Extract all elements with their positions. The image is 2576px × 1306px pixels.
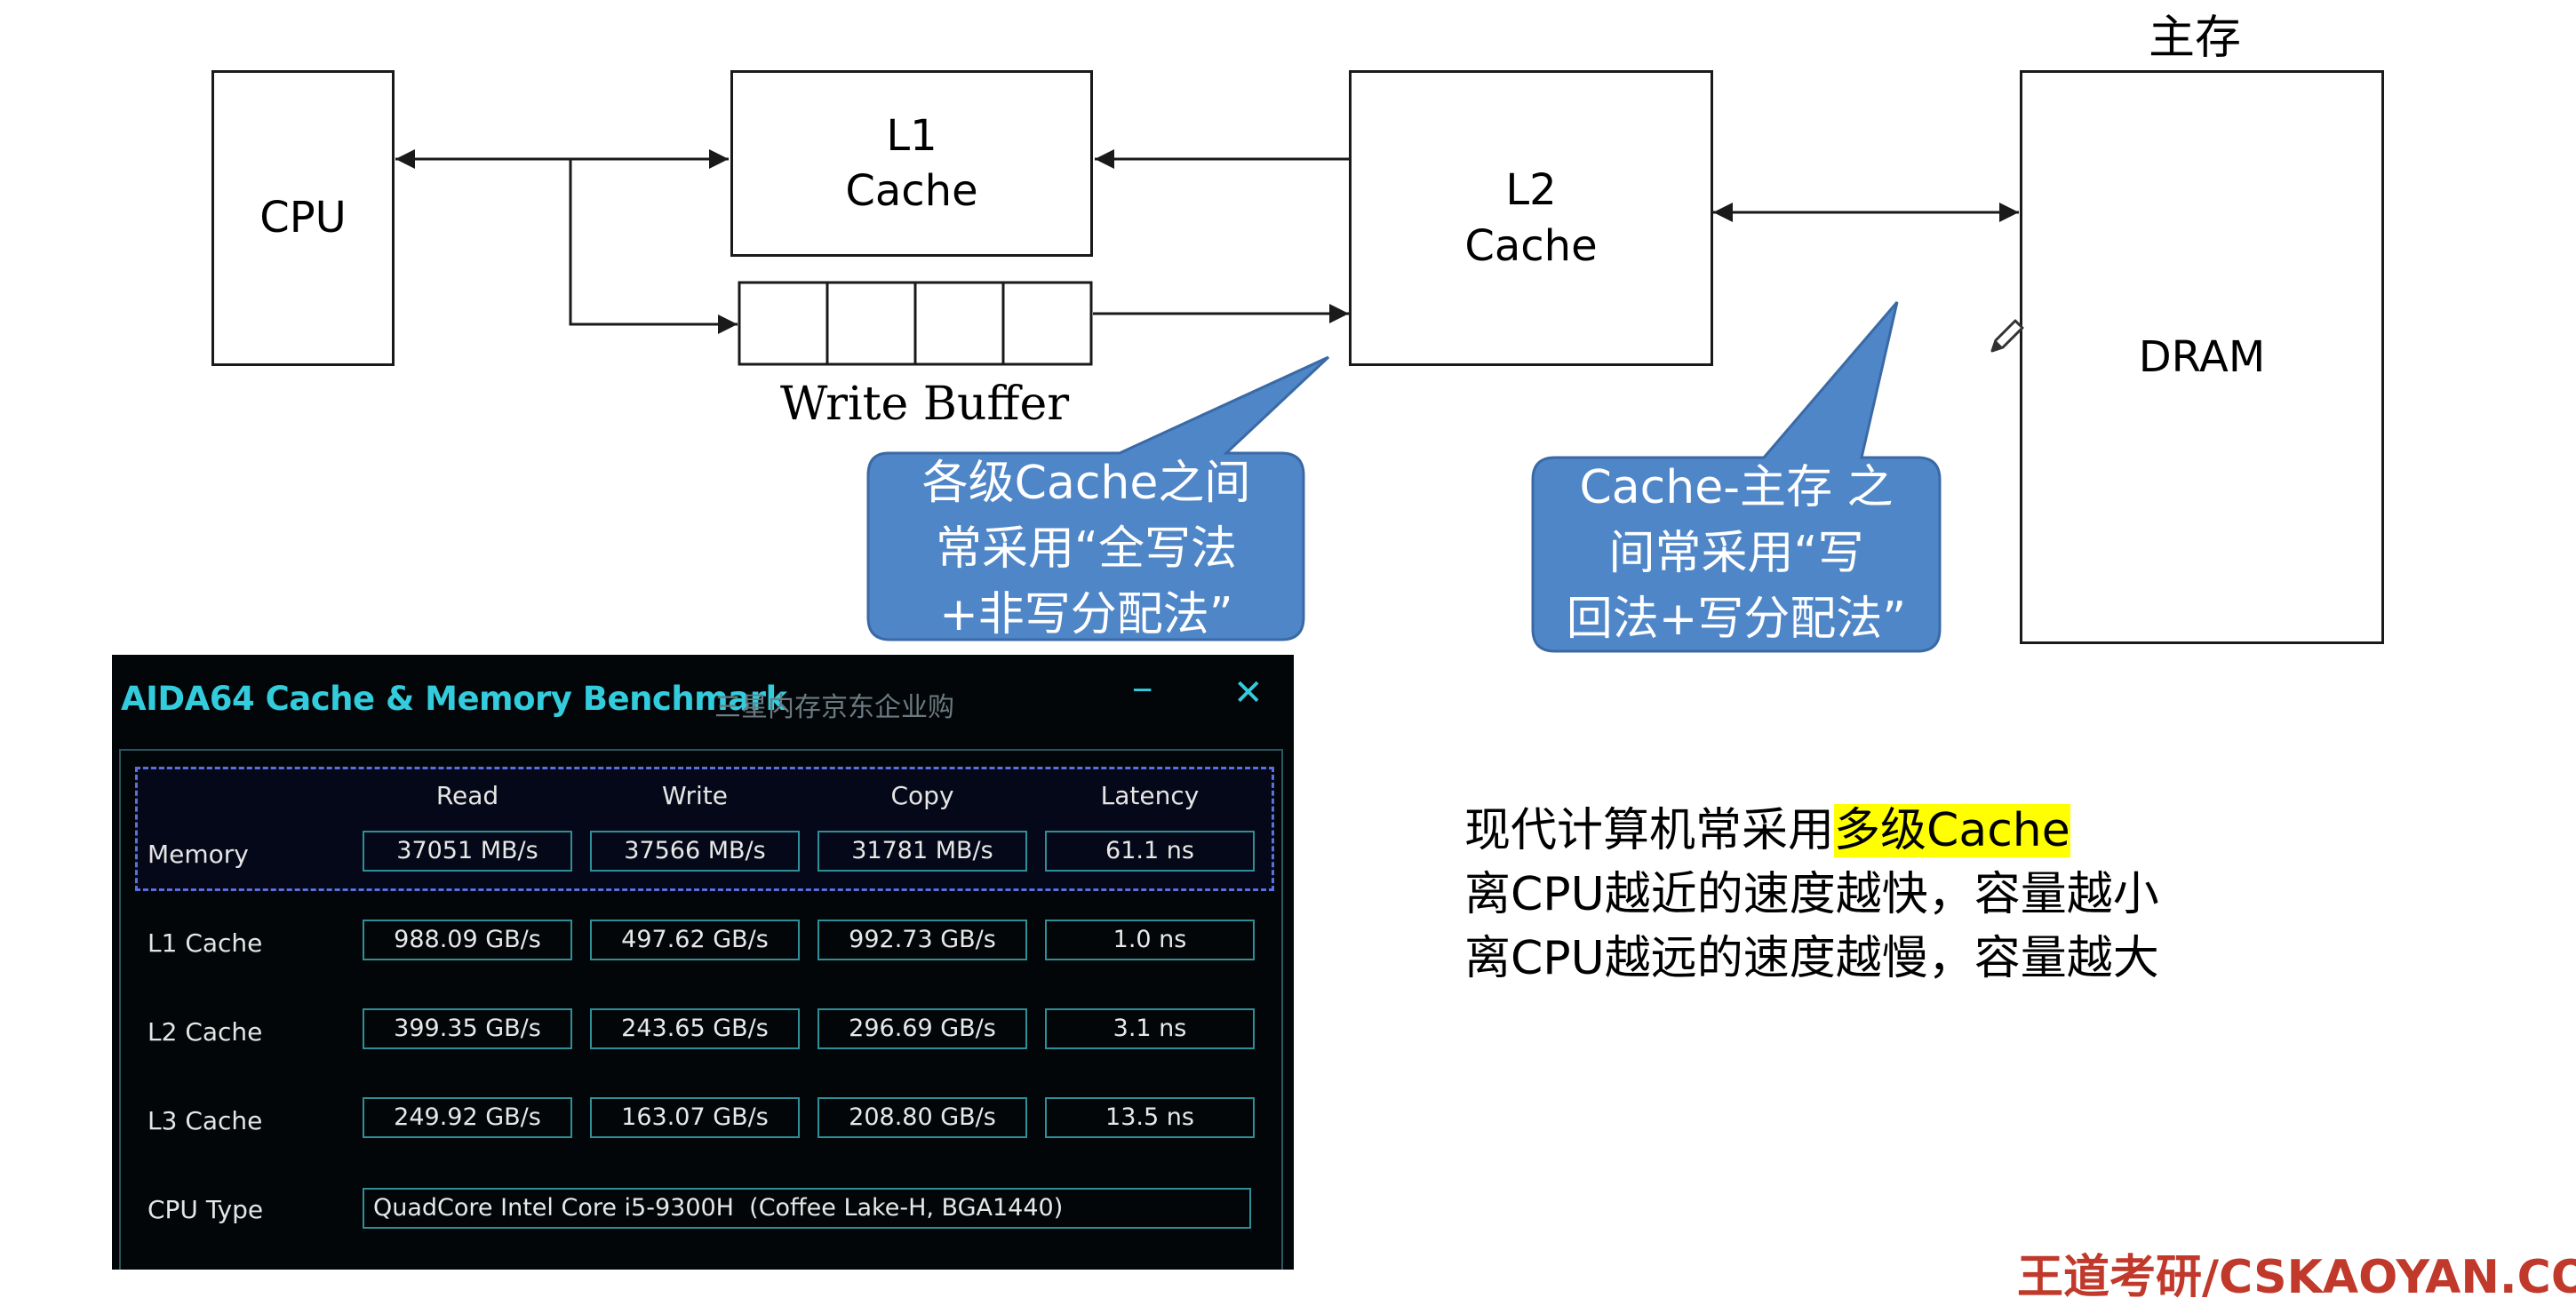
write-buffer	[738, 281, 1093, 366]
pencil-icon	[1990, 319, 2024, 353]
memory-copy-value: 31781 MB/s	[817, 831, 1027, 872]
row-label-cpu-type: CPU Type	[148, 1195, 264, 1224]
row-label-l1-cache: L1 Cache	[148, 928, 263, 958]
write-buffer-label: Write Buffer	[780, 378, 1070, 431]
cpu-l1-arrowhead-left	[395, 149, 415, 169]
benchmark-results-frame	[119, 749, 1283, 1270]
column-header-copy: Copy	[890, 781, 954, 810]
column-header-latency: Latency	[1100, 781, 1200, 810]
l2-dram-arrowhead-left	[1713, 203, 1733, 222]
benchmark-title: AIDA64 Cache & Memory Benchmark	[121, 680, 787, 718]
l1-copy-value: 992.73 GB/s	[817, 920, 1027, 960]
cpu-label: CPU	[259, 193, 347, 243]
l1-write-value: 497.62 GB/s	[590, 920, 800, 960]
cpu-writebuffer-arrow	[569, 159, 738, 334]
benchmark-subtitle: 三星内存京东企业购	[714, 692, 954, 723]
callout-left-text: 各级Cache之间 常采用“全写法 +非写分配法”	[921, 457, 1251, 641]
l3-copy-value: 208.80 GB/s	[817, 1097, 1027, 1138]
cpu-box: CPU	[211, 70, 395, 366]
l2-cache-label: L2 Cache	[1464, 165, 1598, 271]
close-button[interactable]: ✕	[1233, 673, 1264, 713]
l2-write-value: 243.65 GB/s	[590, 1008, 800, 1049]
note-line-2: 离CPU越近的速度越快，容量越小	[1464, 868, 2159, 921]
row-label-l3-cache: L3 Cache	[148, 1106, 263, 1135]
l1-latency-value: 1.0 ns	[1045, 920, 1255, 960]
l2-copy-value: 296.69 GB/s	[817, 1008, 1027, 1049]
note-highlight-multilevel-cache: 多级Cache	[1834, 804, 2070, 857]
dram-box: DRAM	[2020, 70, 2384, 644]
memory-write-value: 37566 MB/s	[590, 831, 800, 872]
note-line-1: 现代计算机常采用多级Cache	[1464, 792, 2070, 859]
l3-latency-value: 13.5 ns	[1045, 1097, 1255, 1138]
memory-latency-value: 61.1 ns	[1045, 831, 1255, 872]
l3-write-value: 163.07 GB/s	[590, 1097, 800, 1138]
callout-right-text: Cache-主存 之 间常采用“写 回法+写分配法”	[1566, 461, 1907, 646]
l1-cache-box: L1 Cache	[730, 70, 1093, 257]
callout-right-shape	[1531, 301, 1942, 653]
memory-read-value: 37051 MB/s	[363, 831, 572, 872]
watermark: 王道考研/CSKAOYAN.COM	[2017, 1251, 2576, 1304]
row-label-memory: Memory	[148, 840, 249, 869]
l1-read-value: 988.09 GB/s	[363, 920, 572, 960]
l3-read-value: 249.92 GB/s	[363, 1097, 572, 1138]
main-memory-label: 主存	[2149, 12, 2242, 65]
minimize-button[interactable]: −	[1132, 671, 1153, 710]
l1-cache-label: L1 Cache	[845, 110, 978, 216]
diagram-connectors	[395, 149, 2019, 653]
row-label-l2-cache: L2 Cache	[148, 1017, 263, 1047]
cpu-type-value: QuadCore Intel Core i5-9300H (Coffee Lak…	[363, 1188, 1251, 1229]
l2-latency-value: 3.1 ns	[1045, 1008, 1255, 1049]
note-line-3: 离CPU越远的速度越慢，容量越大	[1464, 932, 2159, 985]
column-header-read: Read	[435, 781, 499, 810]
l2-cache-box: L2 Cache	[1349, 70, 1713, 366]
dram-label: DRAM	[2138, 331, 2266, 382]
aida64-benchmark-window: AIDA64 Cache & Memory Benchmark 三星内存京东企业…	[112, 655, 1294, 1270]
note-line-1-prefix: 现代计算机常采用	[1464, 804, 1835, 857]
column-header-write: Write	[662, 781, 728, 810]
l2-read-value: 399.35 GB/s	[363, 1008, 572, 1049]
callout-left-shape	[866, 355, 1330, 641]
